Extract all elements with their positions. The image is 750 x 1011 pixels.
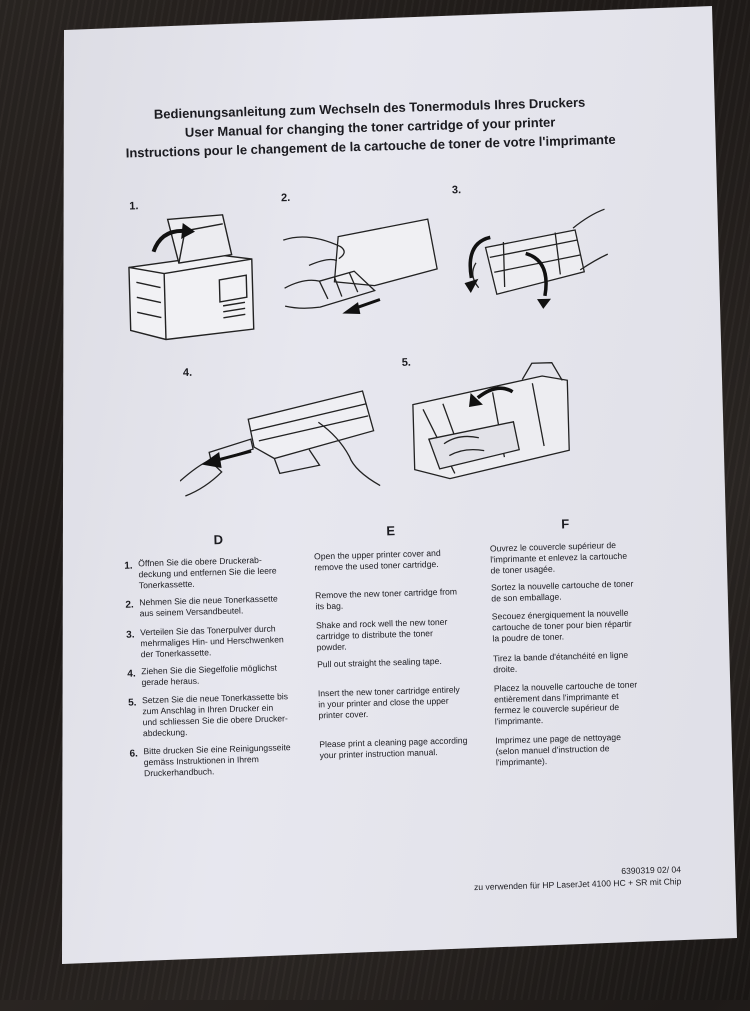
instruction-en-2: Remove the new toner cartridge from its … xyxy=(315,586,458,612)
item-number-2: 2. xyxy=(125,599,134,611)
item-number-6: 6. xyxy=(129,748,139,760)
pull-sealing-tape-illustration xyxy=(179,390,381,497)
shake-cartridge-illustration xyxy=(464,208,609,309)
instruction-de-1: Öffnen Sie die obere Druckerab- deckung … xyxy=(138,554,277,591)
instruction-fr-4: Tirez la bande d'étanchéité en ligne dro… xyxy=(492,649,629,675)
instruction-fr-3: Secouez énergiquement la nouvelle cartou… xyxy=(491,607,632,644)
item-number-4: 4. xyxy=(127,668,136,680)
column-heading-english: E xyxy=(386,523,396,539)
instruction-en-3: Shake and rock well the new toner cartri… xyxy=(315,616,448,653)
remove-from-bag-illustration xyxy=(283,218,438,315)
step-label-1: 1. xyxy=(129,200,139,213)
instruction-de-2: Nehmen Sie die neue Tonerkassette aus se… xyxy=(139,593,278,619)
instruction-fr-6: Imprimez une page de nettoyage (selon ma… xyxy=(495,731,622,768)
item-number-5: 5. xyxy=(127,697,137,709)
item-number-3: 3. xyxy=(126,629,135,641)
instruction-fr-1: Ouvrez le couvercle supérieur de l'impri… xyxy=(489,539,628,576)
item-number-1: 1. xyxy=(124,560,133,572)
instruction-de-6: Bitte drucken Sie eine Reinigungsseite g… xyxy=(143,742,291,779)
instruction-en-4: Pull out straight the sealing tape. xyxy=(316,655,442,670)
instruction-en-5: Insert the new toner cartridge entirely … xyxy=(317,684,460,721)
insert-cartridge-illustration xyxy=(412,362,570,480)
instruction-de-5: Setzen Sie die neue Tonerkassette bis zu… xyxy=(141,691,289,739)
step-label-4: 4. xyxy=(182,366,193,380)
instruction-fr-5: Placez la nouvelle cartouche de toner en… xyxy=(493,679,638,727)
column-heading-german: D xyxy=(213,531,224,548)
instruction-en-1: Open the upper printer cover and remove … xyxy=(313,547,441,573)
instruction-de-3: Verteilen Sie das Tonerpulver durch mehr… xyxy=(140,623,284,660)
step-label-3: 3. xyxy=(451,184,462,197)
instruction-de-4: Ziehen Sie die Siegelfolie möglichst ger… xyxy=(141,662,277,688)
step-label-2: 2. xyxy=(280,191,291,205)
printer-open-cover-illustration xyxy=(128,214,255,341)
column-heading-french: F xyxy=(561,516,570,532)
instruction-en-6: Please print a cleaning page according y… xyxy=(319,735,468,761)
instruction-fr-2: Sortez la nouvelle cartouche de toner de… xyxy=(490,578,634,604)
